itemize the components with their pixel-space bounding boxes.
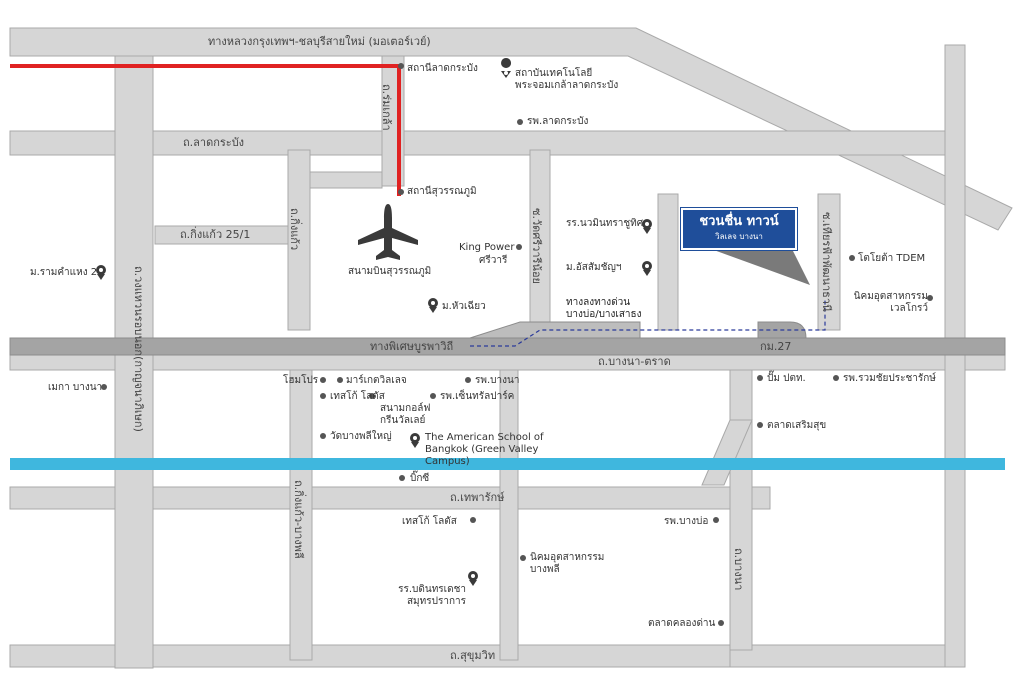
lotus-1-dot (320, 393, 326, 399)
right-edge-road (944, 44, 966, 668)
suvarnabhumi-station-dot (398, 189, 404, 195)
market-village-label: มาร์เกตวิลเลจ (346, 375, 407, 386)
theparak-label: ถ.เทพารักษ์ (450, 491, 505, 504)
suvarnabhumi-airport-label: สนามบินสุวรรณภูมิ (348, 266, 432, 277)
bang-na-label: ถ.บางนา (732, 548, 745, 591)
market-village-dot (337, 377, 343, 383)
expressway-exit-label: ทางลงทางด่วน (566, 297, 631, 308)
huachiew-label: ม.หัวเฉียว (442, 301, 486, 312)
wat-sri-varee-label: ซ.วัดศรีวารีน้อย (530, 208, 543, 285)
thanaphanit-road (817, 193, 841, 331)
bang-na-road (729, 369, 753, 651)
ruamchai-label: รพ.รวมชัยประชารักษ์ (843, 373, 936, 384)
king-kaeo-label: ถ.กิ่งแก้ว (288, 208, 301, 251)
king-kaeo-bangphli-road (289, 369, 313, 661)
theparak-road (9, 486, 771, 510)
kmitl-pin (501, 58, 512, 78)
talad-roemsuk-label: ตลาดเสริมสุข (767, 420, 827, 431)
golf-label: สนามกอล์ฟกรีนวัลเลย์ (380, 403, 431, 426)
big-c-dot (399, 475, 405, 481)
toyota-dot (849, 255, 855, 261)
srivaree-label: ศรีวารี (479, 255, 508, 266)
nawaminthrachuthit-label: รร.นวมินทราชูทิศ (566, 218, 644, 229)
homepro-dot (320, 377, 326, 383)
bang-bo-hospital-label: รพ.บางบ่อ (664, 516, 709, 527)
king-power-label: King Power (459, 242, 515, 253)
expressway-exit-label-2: บางบ่อ/บางเสาธง (566, 309, 642, 320)
lotus-2-label: เทสโก้ โลตัส (402, 516, 457, 527)
lotus-1-label: เทสโก้ โลตัส (330, 391, 385, 402)
project-name: ชวนชื่น ทาวน์ (699, 214, 779, 229)
wat-bangphli-dot (320, 433, 326, 439)
kanchanaphisek-road (114, 55, 154, 669)
talad-khlong-dan-dot (718, 620, 724, 626)
burapha-withi-label: ทางพิเศษบูรพาวิถี (370, 340, 454, 353)
bang-phli-estate-dot (520, 555, 526, 561)
sukhumvit-label: ถ.สุขุมวิท (450, 649, 496, 662)
king-kaeo-25-1-label: ถ.กิ่งแก้ว 25/1 (180, 228, 251, 241)
lat-krabang-station-label: สถานีลาดกระบัง (407, 63, 478, 74)
king-kaeo-bangphli-label: ถ.กิ่งแก้ว-บางพลี (292, 480, 305, 559)
lotus-2-dot (470, 517, 476, 523)
mega-bangna-dot (101, 384, 107, 390)
talad-roemsuk-dot (757, 422, 763, 428)
project-brand-box: ชวนชื่น ทาวน์ วิลเลจ บางนา (681, 208, 797, 250)
brand-pointer (700, 245, 810, 285)
motorway-road (9, 27, 1013, 231)
bangna-hospital-dot (465, 377, 471, 383)
soi-link-road (299, 171, 383, 189)
bottom-right-road (729, 644, 961, 668)
mega-bangna-label: เมกา บางนา (48, 382, 103, 393)
ptt-label: ปั๊ม ปตท. (767, 373, 806, 384)
bangna-hospital-label: รพ.บางนา (475, 375, 520, 386)
lat-krabang-label: ถ.ลาดกระบัง (183, 136, 245, 149)
lat-krabang-hospital-label: รพ.ลาดกระบัง (527, 116, 589, 127)
central-park-dot (430, 393, 436, 399)
lat-krabang-road (9, 130, 946, 156)
lat-krabang-hospital-dot (517, 119, 523, 125)
kanchanaphisek-label: ถ.วงแหวนรอบนอก(กาญจนาภิเษก) (132, 266, 145, 432)
bangna-trat-road (9, 352, 1006, 371)
ruamchai-dot (833, 375, 839, 381)
bundit-school-label: รร.บดินทรเดชา สมุทรปราการ (398, 584, 466, 607)
king-power-dot (516, 244, 522, 250)
kmitl-label: สถาบันเทคโนโลยีพระจอมเกล้าลาดกระบัง (515, 68, 619, 91)
toyota-label: โตโยต้า TDEM (858, 253, 926, 264)
ramkhamhaeng2-label: ม.รามคำแหง 2 (30, 267, 98, 278)
project-road (657, 193, 679, 331)
bang-phli-estate-label: นิคมอุตสาหกรรมบางพลี (530, 552, 605, 575)
lat-krabang-station-dot (398, 63, 404, 69)
wat-bangphli-label: วัดบางพลีใหญ่ (330, 431, 392, 442)
central-park-label: รพ.เซ็นทรัลปาร์ค (440, 391, 515, 402)
motorway-label: ทางหลวงกรุงเทพฯ-ชลบุรีสายใหม่ (มอเตอร์เว… (208, 35, 431, 48)
king-kaeo-road (287, 149, 311, 331)
assumption-label: ม.อัสสัมชัญฯ (566, 262, 622, 273)
expressway-ramp (469, 321, 641, 339)
project-subtitle: วิลเลจ บางนา (715, 232, 763, 241)
suvarnabhumi-station-label: สถานีสุวรรณภูมิ (407, 186, 477, 197)
golf-dot (369, 393, 375, 399)
bang-bo-hospital-dot (713, 517, 719, 523)
airplane-icon (358, 204, 418, 260)
ptt-dot (757, 375, 763, 381)
homepro-label: โฮมโปร (283, 375, 319, 386)
km27-label: กม.27 (760, 340, 792, 353)
american-school-label: The American School of Bangkok (Green Va… (425, 432, 544, 467)
mid-road-a (499, 369, 519, 661)
canal (10, 458, 1005, 470)
route-to-project (470, 300, 826, 347)
talad-khlong-dan-label: ตลาดคลองด่าน (648, 618, 716, 629)
wellgrow-label: นิคมอุตสาหกรรมเวลโกรว์ (853, 291, 928, 314)
rom-klao-label: ถ.ร่มเกล้า (380, 84, 393, 131)
wellgrow-dot (927, 295, 933, 301)
thanaphanit-label: ซ.เทียรฟ้าพัฒนาธานี (820, 212, 833, 312)
big-c-label: บิ๊กซี (410, 473, 430, 484)
bangna-trat-label: ถ.บางนา-ตราด (598, 355, 671, 368)
